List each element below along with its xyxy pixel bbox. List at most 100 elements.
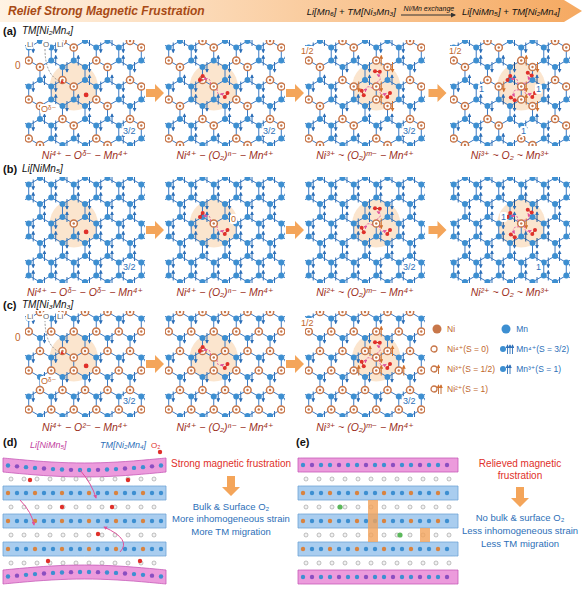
ni-atom xyxy=(210,122,217,129)
mn-atom xyxy=(552,103,558,109)
spin-arrow xyxy=(44,75,45,85)
spin-arrow xyxy=(369,199,370,209)
mn-atom xyxy=(484,253,490,259)
oxygen xyxy=(506,78,510,82)
ni-core xyxy=(235,59,237,61)
spin-arrow xyxy=(184,114,185,124)
mn-atom xyxy=(451,123,457,129)
spin-arrow xyxy=(123,180,124,190)
mn-atom xyxy=(328,234,334,240)
ni-atom xyxy=(25,135,32,142)
mn-atom xyxy=(71,182,77,188)
spin-arrow xyxy=(33,271,34,281)
mn-atom xyxy=(59,214,65,220)
mn-atom xyxy=(82,77,88,83)
spin-arrow xyxy=(491,177,492,183)
spin-arrow xyxy=(240,232,241,242)
mn-atom xyxy=(105,201,111,207)
mn-atom xyxy=(278,234,284,240)
ni-atom xyxy=(484,76,491,83)
spin-arrow xyxy=(134,251,135,261)
ni-core xyxy=(201,40,203,42)
ni-atom xyxy=(104,141,111,146)
spin-arrow xyxy=(392,277,393,283)
mn-atom xyxy=(317,214,323,220)
spin-arrow xyxy=(514,251,515,261)
spin-arrow xyxy=(458,232,459,242)
mn-atom xyxy=(245,116,251,122)
spin-arrow xyxy=(369,101,370,111)
mn-atom xyxy=(26,182,32,188)
spin-arrow xyxy=(173,180,174,190)
spin-arrow xyxy=(480,121,481,131)
spin-arrow xyxy=(358,193,359,203)
electron-transfer xyxy=(525,89,532,95)
spin-arrow xyxy=(491,212,492,222)
ni-atom xyxy=(233,96,240,103)
mn-atom xyxy=(199,142,205,146)
mn-atom xyxy=(116,84,122,90)
mn-atom xyxy=(351,260,357,266)
reaction-glow xyxy=(190,63,238,111)
ni-atom xyxy=(165,135,172,142)
spin-arrow xyxy=(33,121,34,131)
spin-arrow xyxy=(414,140,415,146)
mn-atom xyxy=(138,182,144,188)
mn-atom xyxy=(48,123,54,129)
lattice xyxy=(165,177,285,283)
spin-arrow xyxy=(491,140,492,146)
ni-core xyxy=(565,46,567,48)
spin-arrow xyxy=(89,40,90,46)
mn-atom xyxy=(484,64,490,70)
mn-atom xyxy=(267,279,273,283)
spin-arrow xyxy=(369,251,370,261)
spin-arrow xyxy=(380,43,381,53)
mn-atom xyxy=(199,253,205,259)
mn-atom xyxy=(362,240,368,246)
ni-atom xyxy=(518,83,525,90)
mn-atom xyxy=(48,195,54,201)
mn-atom xyxy=(26,123,32,129)
ni-atom xyxy=(126,76,133,83)
spin-arrow xyxy=(252,277,253,283)
mn-atom xyxy=(222,253,228,259)
spin-arrow xyxy=(369,75,370,85)
mn-atom xyxy=(317,177,323,181)
ni-atom xyxy=(176,102,183,109)
spin-arrow xyxy=(252,75,253,85)
mn-atom xyxy=(496,97,502,103)
spin-arrow xyxy=(480,180,481,190)
spin-arrow xyxy=(78,95,79,105)
spin-arrow xyxy=(548,56,549,66)
spin-arrow xyxy=(503,258,504,268)
mn-atom xyxy=(317,116,323,122)
mn-atom xyxy=(541,221,547,227)
mn-atom xyxy=(407,279,413,283)
spin-arrow xyxy=(392,199,393,209)
mn-atom xyxy=(48,221,54,227)
mn-atom xyxy=(199,177,205,181)
ni-atom xyxy=(339,115,346,122)
spin-arrow xyxy=(66,140,67,146)
ni-atom xyxy=(165,57,172,64)
spin-arrow xyxy=(324,177,325,183)
ni-atom xyxy=(495,122,502,129)
mn-atom xyxy=(199,103,205,109)
mn-atom xyxy=(116,273,122,279)
mn-atom xyxy=(373,273,379,279)
spin-arrow xyxy=(491,62,492,72)
mn-atom xyxy=(396,45,402,51)
mn-atom xyxy=(82,64,88,70)
mn-atom xyxy=(373,234,379,240)
ni-core xyxy=(375,222,377,224)
mn-atom xyxy=(177,253,183,259)
mn-atom xyxy=(462,279,468,283)
ni-atom xyxy=(495,83,502,90)
oxygen xyxy=(508,74,512,78)
spin-arrow xyxy=(381,56,382,66)
spin-arrow xyxy=(358,219,359,229)
mn-atom xyxy=(552,214,558,220)
spin-arrow xyxy=(252,199,253,209)
spin-arrow xyxy=(559,277,560,283)
mn-atom xyxy=(59,201,65,207)
